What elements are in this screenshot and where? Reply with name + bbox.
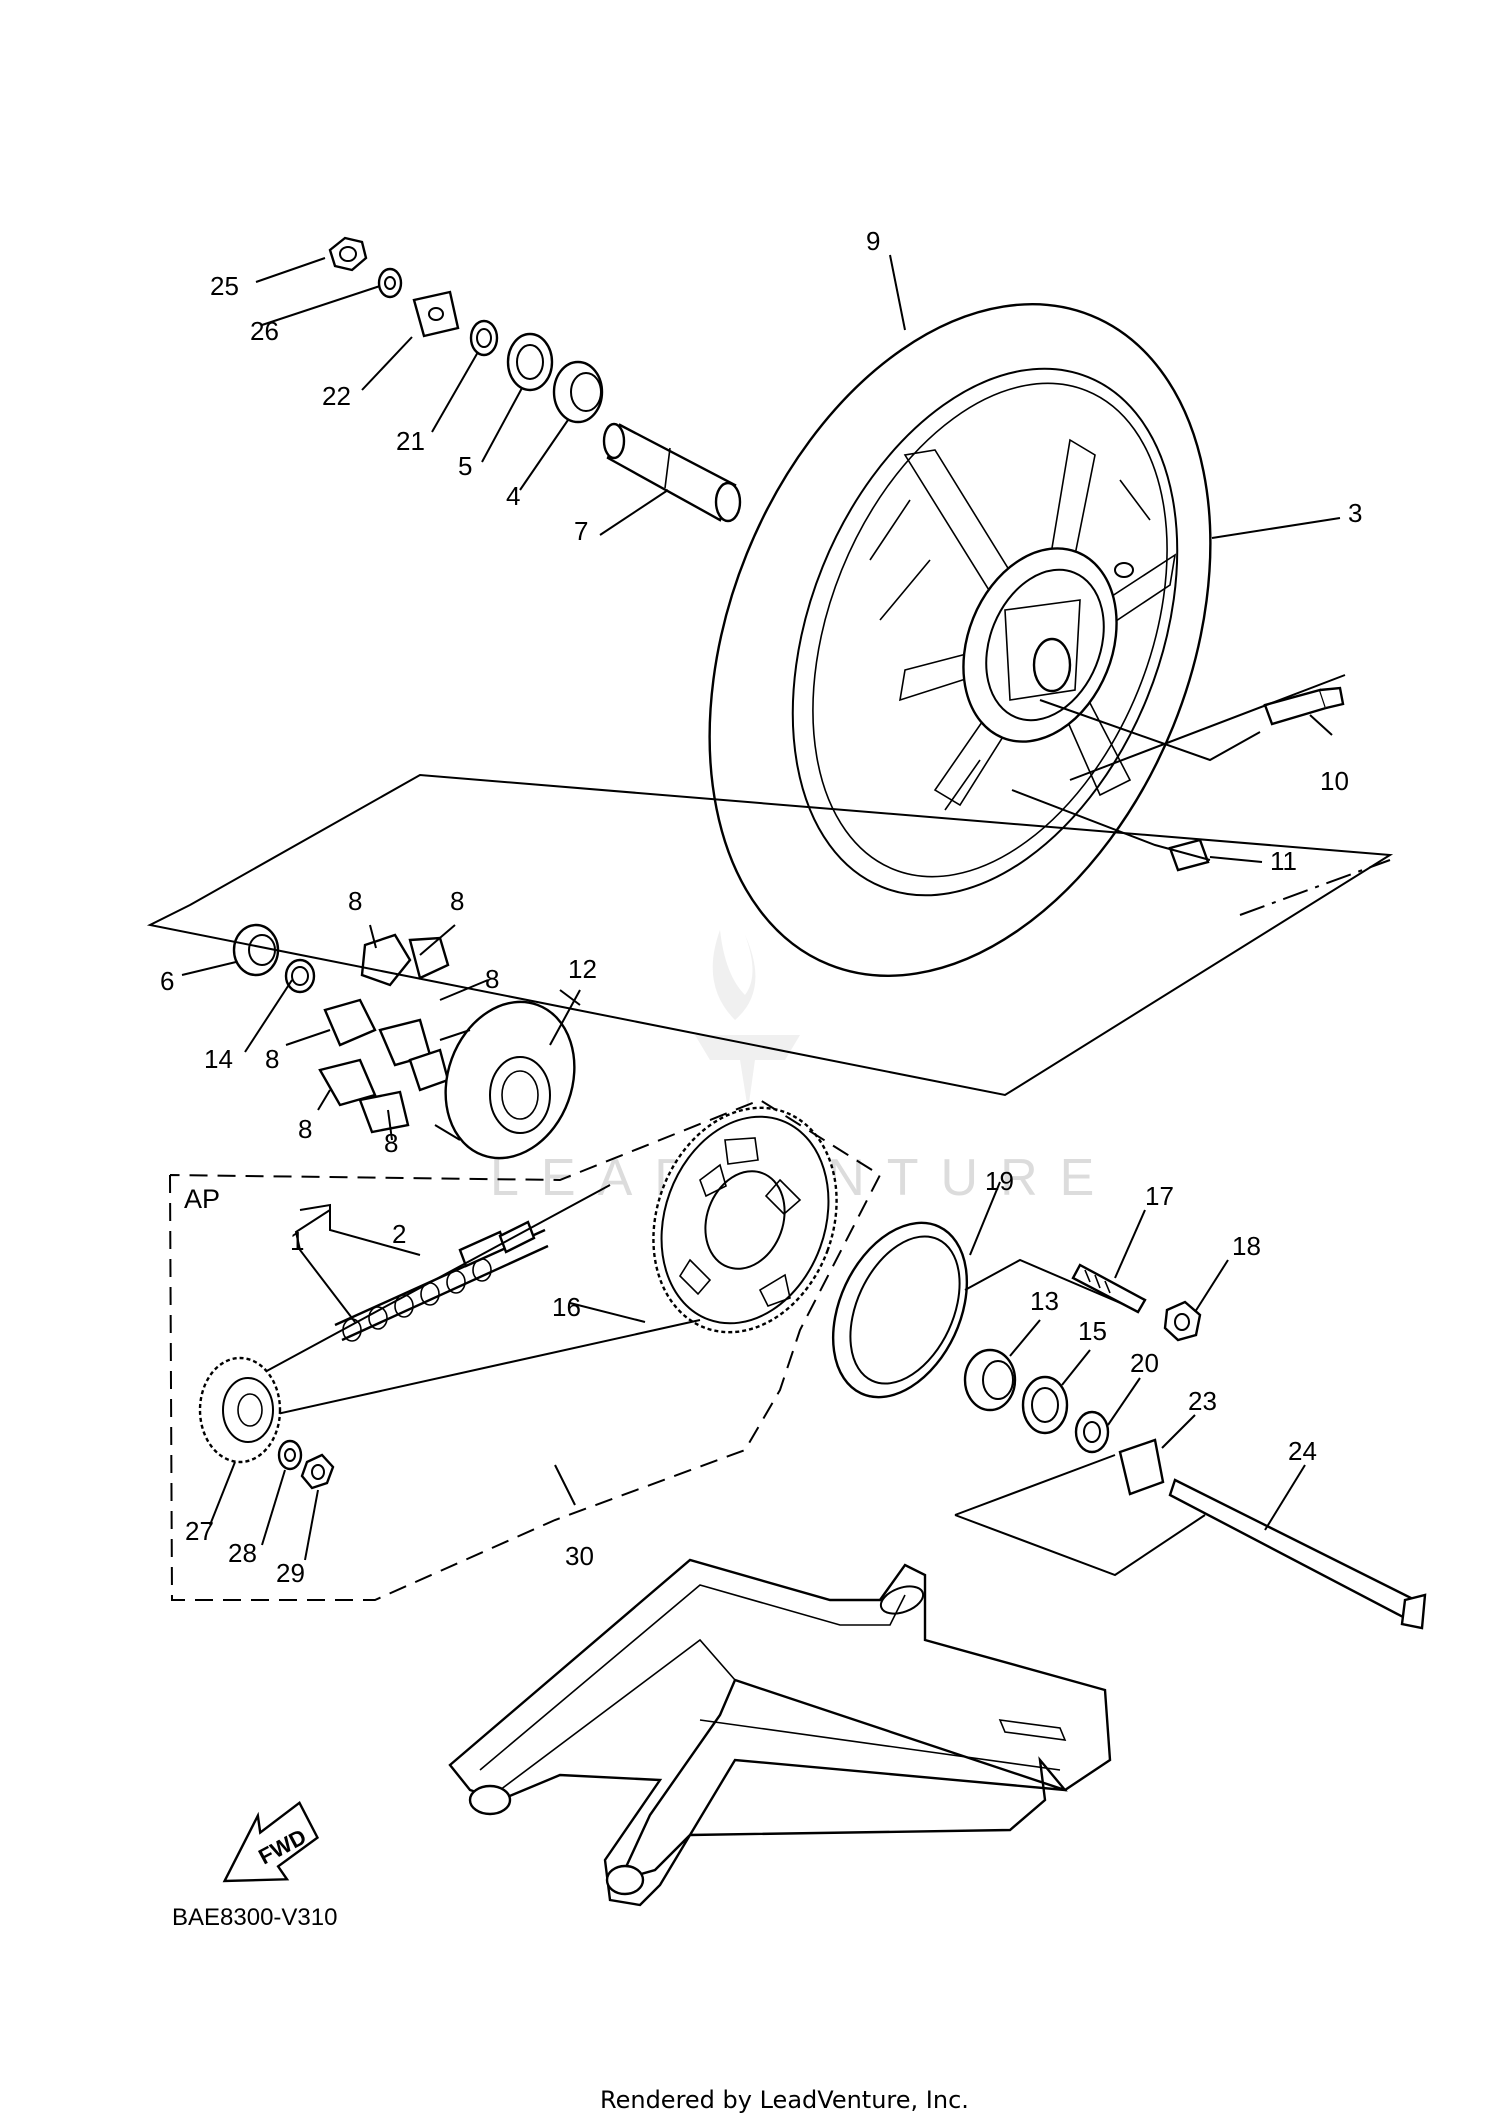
- callout-30: 30: [565, 1541, 594, 1571]
- callout-8c: 8: [485, 964, 499, 994]
- plate-23: [1118, 1438, 1165, 1496]
- footer-credit: Rendered by LeadVenture, Inc.: [600, 2086, 969, 2114]
- callout-3: 3: [1348, 498, 1362, 528]
- callout-7: 7: [574, 516, 588, 546]
- axle-24: [1168, 1478, 1427, 1630]
- callout-1: 1: [290, 1226, 304, 1256]
- washer-26: [377, 267, 403, 299]
- callout-29: 29: [276, 1558, 305, 1588]
- fwd-arrow-icon: FWD: [222, 1800, 320, 1883]
- collar-20: [1074, 1410, 1110, 1454]
- oil-seal-5: [506, 332, 554, 392]
- watermark-logo: [695, 930, 800, 1110]
- bearing-4: [552, 360, 604, 424]
- valve-10: [1263, 686, 1345, 726]
- drive-sprocket-27: [198, 1356, 282, 1464]
- diagram-code: BAE8300-V310: [172, 1904, 337, 1931]
- callout-10: 10: [1320, 766, 1349, 796]
- rear-wheel: [708, 303, 1212, 977]
- callout-6: 6: [160, 966, 174, 996]
- group-label-ap: AP: [184, 1184, 220, 1214]
- callout-9: 9: [866, 226, 880, 256]
- sprocket-16: [652, 1106, 838, 1334]
- chain-path: [249, 1184, 701, 1421]
- callout-13: 13: [1030, 1286, 1059, 1316]
- nut-18: [1163, 1300, 1202, 1342]
- callout-26: 26: [250, 316, 279, 346]
- hub-group-outline: [146, 773, 1394, 1097]
- callout-17: 17: [1145, 1181, 1174, 1211]
- oil-seal-15: [1021, 1375, 1069, 1435]
- callout-16: 16: [552, 1292, 581, 1322]
- callout-14: 14: [204, 1044, 233, 1074]
- callout-12: 12: [568, 954, 597, 984]
- stud-bolt-17: [1071, 1263, 1147, 1314]
- valve-group-lines: [1011, 674, 1346, 861]
- leader-lines: [181, 254, 1341, 1561]
- nut-29: [300, 1453, 335, 1490]
- spacer-7: [602, 422, 742, 523]
- callout-11: 11: [1270, 846, 1297, 876]
- nut-25: [328, 236, 368, 272]
- callout-21: 21: [396, 426, 425, 456]
- callout-25: 25: [210, 271, 239, 301]
- callout-27: 27: [185, 1516, 214, 1546]
- damper-8: [318, 933, 450, 1134]
- ap-group-outline: [169, 1098, 882, 1601]
- callout-8e: 8: [298, 1114, 312, 1144]
- clutch-hub-12: [434, 989, 581, 1160]
- callout-28: 28: [228, 1538, 257, 1568]
- bearing-13: [963, 1348, 1017, 1412]
- plate-22: [412, 290, 460, 338]
- callout-22: 22: [322, 381, 351, 411]
- callout-2: 2: [392, 1219, 406, 1249]
- callout-8d: 8: [265, 1044, 279, 1074]
- callout-18: 18: [1232, 1231, 1261, 1261]
- collar-14: [284, 958, 316, 994]
- collar-21: [469, 319, 499, 357]
- callout-15: 15: [1078, 1316, 1107, 1346]
- callout-23: 23: [1188, 1386, 1217, 1416]
- callout-4: 4: [506, 481, 520, 511]
- callout-5: 5: [458, 451, 472, 481]
- callout-8f: 8: [384, 1128, 398, 1158]
- master-link-2: [458, 1220, 536, 1268]
- swingarm: [448, 1558, 1112, 1907]
- washer-28: [277, 1439, 303, 1471]
- callout-24: 24: [1288, 1436, 1317, 1466]
- callout-20: 20: [1130, 1348, 1159, 1378]
- axle-group-lines: [954, 1258, 1206, 1577]
- sprocket-cover-19: [831, 1221, 969, 1399]
- callout-19: 19: [985, 1166, 1014, 1196]
- callout-8a: 8: [348, 886, 362, 916]
- callout-8b: 8: [450, 886, 464, 916]
